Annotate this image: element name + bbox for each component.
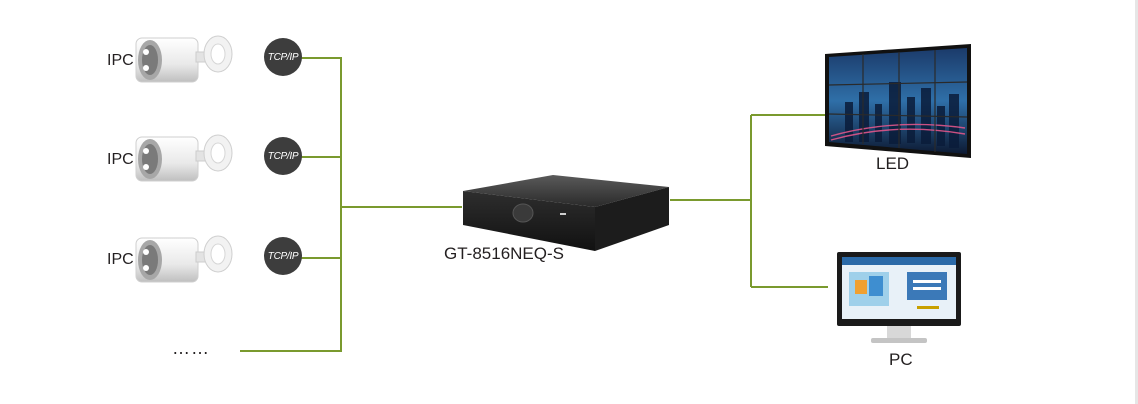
more-devices-ellipsis: …… bbox=[172, 338, 210, 358]
pc-label: PC bbox=[889, 350, 913, 369]
tcp-ip-badge-3: TCP/IP bbox=[264, 237, 302, 275]
camera-3-label: IPC bbox=[107, 251, 134, 268]
led-video-wall-icon bbox=[825, 44, 971, 158]
pc-monitor-icon bbox=[837, 252, 961, 343]
tcp-ip-badge-2: TCP/IP bbox=[264, 137, 302, 175]
bullet-camera-icon bbox=[135, 35, 233, 83]
camera-2-label: IPC bbox=[107, 151, 134, 168]
bullet-camera-icon bbox=[135, 235, 233, 283]
led-label: LED bbox=[876, 154, 910, 173]
nvr-recorder-icon bbox=[463, 175, 669, 251]
nvr-label: GT-8516NEQ-S bbox=[444, 244, 564, 263]
page-edge bbox=[1135, 0, 1138, 404]
tcp-ip-badge-1: TCP/IP bbox=[264, 38, 302, 76]
camera-1-label: IPC bbox=[107, 52, 134, 69]
bullet-camera-icon bbox=[135, 134, 233, 182]
